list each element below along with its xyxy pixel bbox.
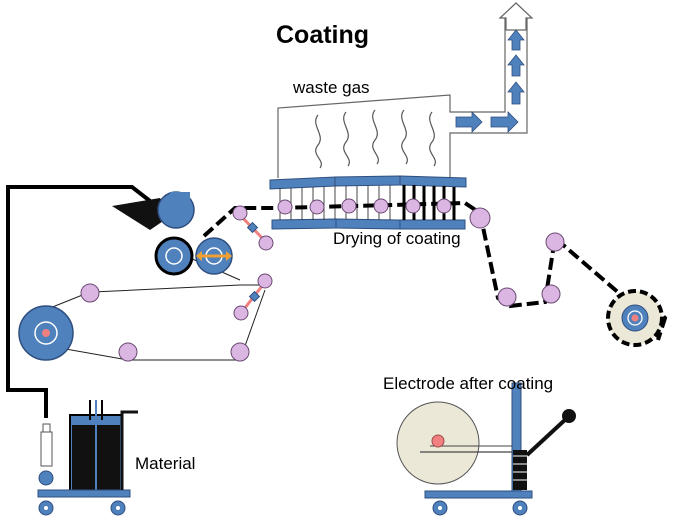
supply-pipe [6, 185, 152, 418]
electrode-cart [396, 382, 576, 516]
diagram-title: Coating [276, 21, 370, 49]
material-cart [37, 400, 138, 516]
drying-label: Drying of coating [333, 229, 461, 248]
waste-gas-label: waste gas [293, 78, 370, 97]
coated-web [202, 200, 668, 341]
coating-head [112, 191, 233, 276]
unwinder-roll [18, 305, 74, 361]
guide-rollers [80, 198, 565, 362]
heat-waves [315, 109, 436, 169]
foil-path [39, 257, 266, 361]
drying-oven [269, 175, 467, 230]
material-label: Material [135, 454, 196, 473]
exhaust-arrows [455, 29, 525, 133]
waste-gas-hood [277, 2, 534, 180]
rewinder-roll [606, 289, 664, 347]
electrode-label: Electrode after coating [383, 374, 554, 393]
